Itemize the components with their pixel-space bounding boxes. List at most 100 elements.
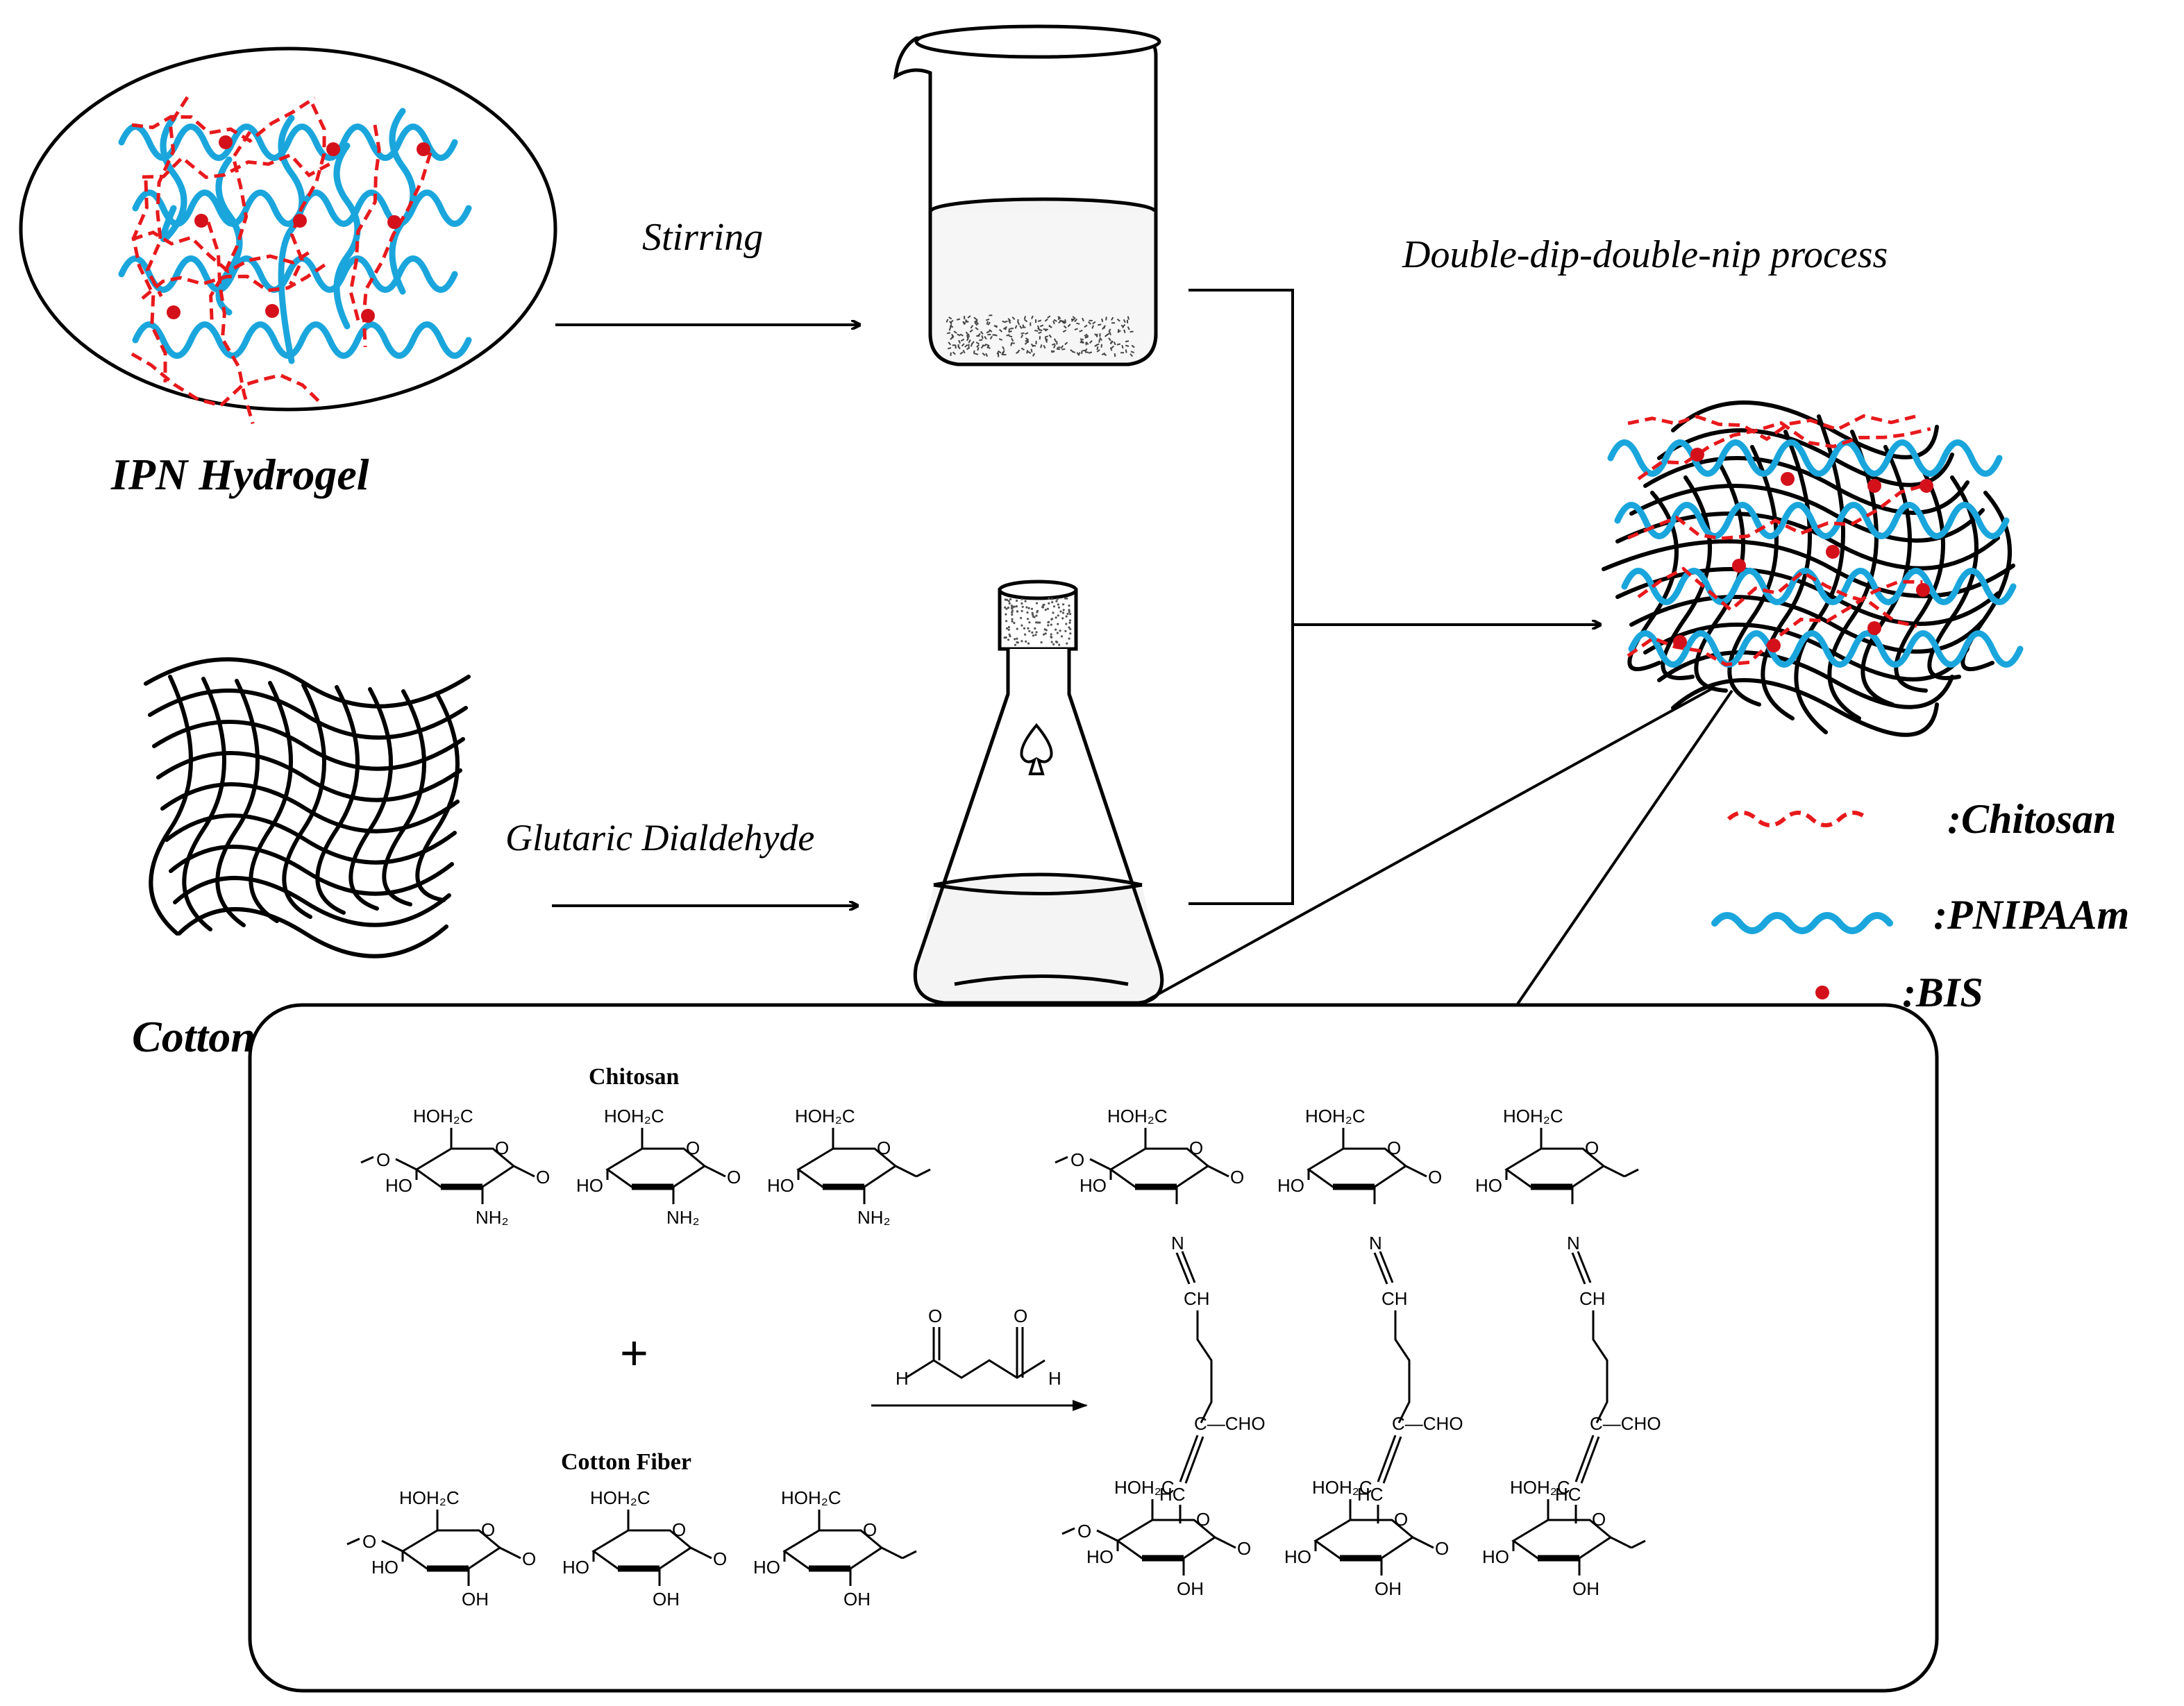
particle (1020, 347, 1025, 351)
particle (1084, 351, 1089, 353)
reagent-h-right: H (1048, 1368, 1061, 1389)
particle (959, 333, 964, 337)
particle (992, 334, 996, 336)
particle (1011, 316, 1016, 321)
particle (1114, 353, 1116, 357)
glycosidic-oxygen-label: O (1428, 1167, 1442, 1188)
particle (1063, 325, 1067, 329)
stopper-speck (1025, 640, 1027, 643)
stirring-label: Stirring (642, 216, 763, 259)
bis-crosslink-dot (1673, 635, 1687, 649)
particle (1022, 326, 1026, 328)
stopper-speck (1066, 612, 1069, 616)
legend-pnipaam-swatch (1711, 912, 1893, 934)
pnipaam-chain (215, 156, 243, 316)
particle (1101, 318, 1104, 323)
particle (1039, 324, 1044, 328)
particle (1014, 325, 1018, 329)
particle (1043, 345, 1046, 349)
bis-crosslink-dot (293, 214, 307, 228)
particle (1045, 339, 1048, 343)
stopper-speck (1007, 600, 1010, 602)
stopper-speck (1024, 633, 1027, 636)
chitosan-chain (1637, 566, 1917, 628)
particle (1108, 337, 1111, 341)
particle (1094, 333, 1098, 337)
reagent-h-left: H (896, 1368, 909, 1389)
legend-chitosan-label: :Chitosan (1947, 796, 2116, 842)
particle (980, 330, 984, 335)
cotton-fabric-illustration (144, 657, 471, 958)
particle (1044, 318, 1048, 322)
particle (989, 335, 993, 340)
reagent-o-right: O (1014, 1306, 1027, 1326)
particle (1038, 331, 1042, 335)
particle (948, 341, 952, 346)
stopper-speck (1020, 598, 1023, 600)
stopper-speck (1028, 630, 1031, 632)
stopper-speck (1011, 618, 1014, 620)
particle (1130, 351, 1135, 354)
stopper-speck (1068, 610, 1070, 614)
particle (1081, 350, 1083, 354)
stopper-speck (1008, 633, 1011, 636)
stopper-speck (1050, 618, 1054, 620)
particle (1105, 332, 1110, 336)
particle (964, 344, 968, 348)
chitosan-chains (131, 96, 432, 425)
particle (960, 338, 965, 342)
particle (971, 341, 975, 345)
stopper-speck (1069, 627, 1072, 630)
ring-oxygen-label: O (495, 1138, 509, 1158)
stopper-speck (1035, 621, 1038, 624)
fabric-weft-thread (177, 907, 448, 958)
particle (974, 353, 979, 355)
stopper-speck (1057, 614, 1059, 617)
stopper-speck (1003, 636, 1006, 639)
bond (1055, 1156, 1068, 1164)
chitosan-chain (206, 221, 255, 425)
particle (952, 351, 956, 355)
bis-crosslink-dot (1867, 479, 1881, 493)
particle (1074, 328, 1078, 331)
bond (1179, 1435, 1199, 1483)
stopper-speck (1069, 632, 1072, 635)
stopper-speck (1011, 607, 1014, 610)
stopper-speck (1035, 631, 1038, 634)
ch2oh-label: HOH₂C (604, 1106, 664, 1126)
bond (1096, 1529, 1118, 1542)
stopper-speck (1040, 641, 1043, 644)
stopper-speck (1046, 607, 1049, 610)
particle (1089, 319, 1093, 321)
stopper-speck (1055, 616, 1057, 619)
particle (1016, 349, 1020, 353)
particle (1024, 341, 1028, 345)
stopper-speck (1015, 599, 1018, 602)
bond (346, 1537, 360, 1546)
particle (1109, 331, 1111, 336)
particle (1091, 325, 1094, 329)
particle (1085, 333, 1089, 337)
particle (975, 321, 980, 325)
fabric-warp-thread (1927, 475, 1979, 680)
stopper-speck (1024, 600, 1027, 602)
stopper-speck (1052, 643, 1055, 646)
particle (1098, 323, 1102, 326)
reaction-scheme: Chitosan Cotton Fiber + OHOH₂CHONH₂OOOHO… (346, 1064, 1661, 1610)
particle (1053, 344, 1056, 348)
ring-oxygen-label: O (1387, 1138, 1401, 1158)
particle (950, 324, 952, 328)
particle (1057, 316, 1061, 321)
particle (1082, 317, 1084, 322)
glycosidic-oxygen-label: O (362, 1531, 376, 1552)
particle (985, 353, 989, 357)
ch2oh-label: HOH₂C (795, 1106, 855, 1126)
imine-nitrogen-label: N (1171, 1233, 1184, 1253)
particle (1025, 332, 1029, 335)
stopper-texture (1003, 597, 1072, 646)
stopper-speck (1036, 621, 1039, 624)
ring-oxygen-label: O (877, 1138, 891, 1158)
particle (979, 339, 983, 341)
imine-ch-label: CH (1579, 1288, 1606, 1309)
